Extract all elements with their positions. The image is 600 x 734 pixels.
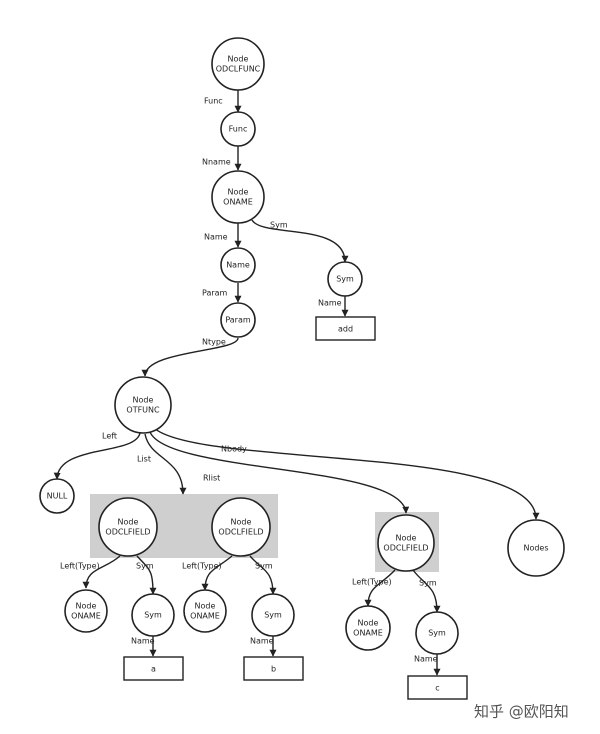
- node-oname2-line-1: ONAME: [190, 612, 220, 621]
- node-oname3-line-1: ONAME: [353, 629, 383, 638]
- node-sym3: Sym: [415, 611, 459, 655]
- edge-label-f1-sym: Sym: [136, 562, 154, 571]
- edge-f3-left: [364, 569, 396, 607]
- node-sym2: Sym: [251, 593, 295, 637]
- edge-label-f2-sym: Sym: [255, 562, 273, 571]
- node-oname1-line-0: Node: [76, 602, 97, 611]
- edge-label-sym: Sym: [270, 221, 288, 230]
- node-func: Func: [220, 111, 256, 147]
- node-field3-line-0: Node: [396, 534, 417, 543]
- edges: [53, 90, 540, 676]
- node-param: Param: [220, 302, 256, 338]
- box-b: b: [243, 656, 304, 681]
- node-sym2-line-0: Sym: [264, 611, 282, 620]
- box-a-label: a: [151, 665, 156, 674]
- edge-label-f3-left: Left(Type): [352, 578, 392, 587]
- edge-label-f2-left: Left(Type): [182, 562, 222, 571]
- edge-f2-sym: [249, 555, 277, 595]
- edge-rlist: [149, 431, 410, 514]
- edge-label-nbody: Nbody: [221, 445, 247, 454]
- node-oname1-line-1: ONAME: [71, 612, 101, 621]
- box-a: a: [123, 656, 184, 681]
- node-sym1: Sym: [131, 593, 175, 637]
- edge-label-name: Name: [204, 233, 228, 242]
- edge-label-s3-name: Name: [414, 655, 438, 664]
- edge-sym: [251, 219, 349, 263]
- edge-label-f3-sym: Sym: [419, 579, 437, 588]
- node-sym3-line-0: Sym: [428, 629, 446, 638]
- box-add-label: add: [338, 325, 353, 334]
- edge-f3-sym: [412, 569, 441, 613]
- edge-ntype: [141, 337, 239, 377]
- node-field2-line-1: ODCLFIELD: [218, 528, 263, 537]
- edge-label-func: Func: [204, 97, 223, 106]
- edge-label-s1-name: Name: [131, 637, 155, 646]
- box-add: add: [315, 316, 376, 341]
- node-param-line-0: Param: [225, 316, 251, 325]
- node-sym1-line-0: Sym: [144, 611, 162, 620]
- node-oname2-line-0: Node: [195, 602, 216, 611]
- edge-labels: Func Nname Sym Name Param Name Ntype Lef…: [60, 97, 438, 664]
- edge-label-ntype: Ntype: [202, 338, 226, 347]
- edge-left: [53, 432, 141, 480]
- node-sym-top: Sym: [327, 261, 363, 297]
- node-nodes: Nodes: [507, 519, 565, 577]
- node-otfunc-line-0: Node: [133, 396, 154, 405]
- node-field3-line-1: ODCLFIELD: [383, 544, 428, 553]
- edge-label-left: Left: [102, 432, 117, 441]
- node-nodes-line-0: Nodes: [523, 544, 548, 553]
- edge-list: [144, 433, 187, 495]
- edge-label-param: Param: [202, 289, 228, 298]
- node-oname3-line-0: Node: [358, 619, 379, 628]
- node-func-line-0: Func: [229, 125, 248, 134]
- node-oname-top-line-0: Node: [228, 188, 249, 197]
- edge-label-f1-left: Left(Type): [60, 562, 100, 571]
- node-field1-line-0: Node: [118, 518, 139, 527]
- edge-f1-left: [82, 555, 121, 589]
- box-c: c: [407, 675, 468, 700]
- edge-label-nname: Nname: [202, 158, 231, 167]
- box-c-label: c: [435, 684, 439, 693]
- node-oname-top-line-1: ONAME: [223, 198, 253, 207]
- edge-nbody: [153, 427, 540, 520]
- node-root-line-1: ODCLFUNC: [216, 65, 261, 74]
- node-null: NULL: [39, 478, 75, 514]
- node-field1-line-1: ODCLFIELD: [105, 528, 150, 537]
- node-field2-line-0: Node: [231, 518, 252, 527]
- node-name: Name: [220, 247, 256, 283]
- edge-label-rlist: Rlist: [203, 474, 220, 483]
- box-b-label: b: [271, 665, 276, 674]
- edge-label-sym-name: Name: [318, 299, 342, 308]
- edge-label-list: List: [137, 455, 151, 464]
- node-name-line-0: Name: [226, 261, 250, 270]
- edge-label-s2-name: Name: [250, 637, 274, 646]
- edge-f2-left: [201, 555, 233, 591]
- node-sym-top-line-0: Sym: [336, 275, 354, 284]
- node-otfunc-line-1: OTFUNC: [126, 406, 160, 415]
- node-root-line-0: Node: [228, 55, 249, 64]
- edge-f1-sym: [136, 555, 157, 595]
- node-null-line-0: NULL: [47, 492, 68, 501]
- watermark: 知乎 @欧阳知: [474, 703, 569, 721]
